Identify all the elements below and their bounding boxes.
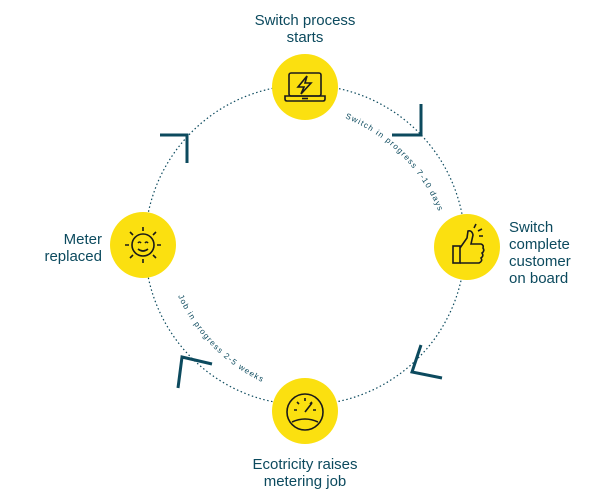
thumbs-up-icon: [452, 223, 485, 264]
arrow-bottom-left-icon: [176, 355, 213, 389]
step-metering-job-node: [272, 378, 338, 444]
switch-duration-label: Switch in progress 7-10 days: [344, 112, 445, 213]
arrow-top-left-icon: [160, 133, 189, 163]
label-line: Meter: [63, 231, 102, 248]
label-line: on board: [509, 270, 569, 287]
step-meter-replaced-node: [110, 212, 176, 278]
label-line: Ecotricity raises: [252, 456, 358, 473]
step-switch-starts-node: [272, 54, 338, 120]
label-line: Switch: [509, 219, 554, 236]
laptop-lightning-icon: [284, 72, 326, 102]
step-meter-replaced-label: Meter replaced: [20, 231, 102, 265]
label-line: replaced: [44, 248, 102, 265]
arrow-bottom-right-icon: [410, 344, 443, 380]
smiling-sun-icon: [125, 227, 161, 263]
step-switch-starts-label: Switch process starts: [225, 12, 385, 46]
job-duration-label: Job in progress 2-5 weeks: [176, 293, 266, 384]
label-line: complete: [509, 236, 570, 253]
step-switch-complete-label: Switch complete customer on board: [509, 219, 571, 287]
label-line: metering job: [263, 473, 347, 490]
meter-gauge-icon: [286, 393, 324, 431]
label-line: customer: [509, 253, 571, 270]
arrows: [160, 104, 443, 389]
label-line: Switch process: [254, 12, 356, 29]
step-switch-complete-node: [434, 214, 500, 280]
label-line: starts: [286, 29, 324, 46]
step-metering-job-label: Ecotricity raises metering job: [225, 456, 385, 490]
arrow-top-right-icon: [392, 104, 423, 137]
